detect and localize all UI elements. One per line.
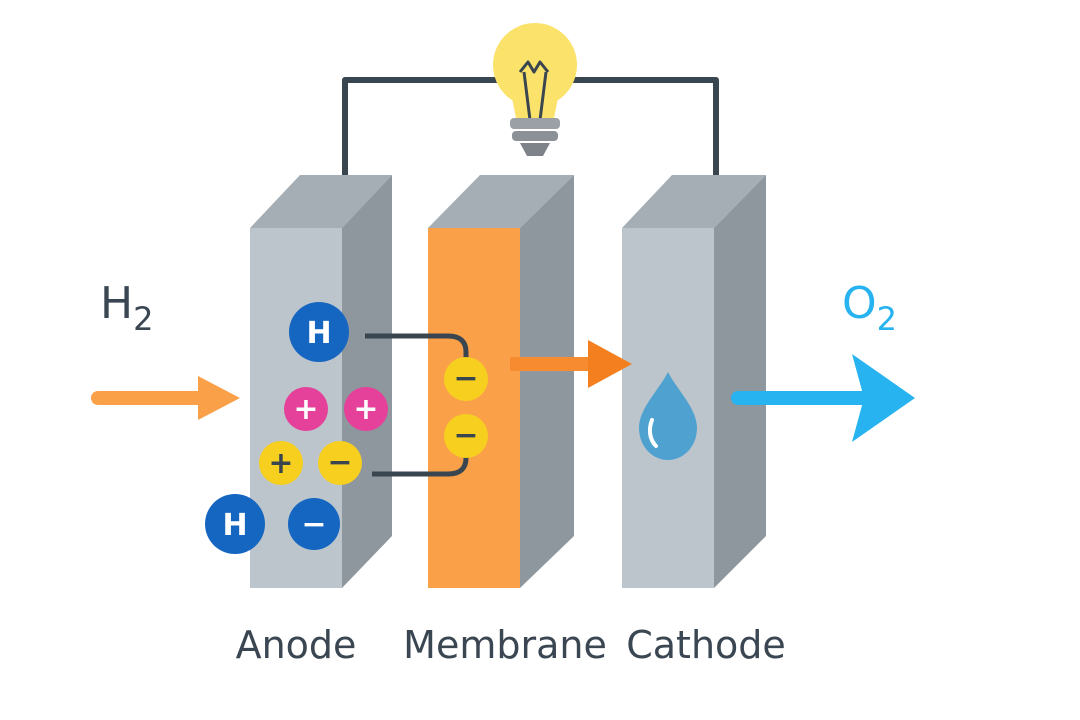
proton-sign: + (353, 392, 378, 427)
h2-input-arrow (91, 376, 240, 420)
hydrogen-atom-label: H (222, 508, 247, 543)
electron-sign: − (453, 361, 478, 396)
hydrogen-atom-1: H (289, 302, 349, 362)
electron-anode-blue: − (288, 498, 340, 550)
cathode-plate (622, 175, 766, 588)
proton-sign: + (293, 392, 318, 427)
anode-label: Anode (236, 623, 357, 667)
electron-sign: − (327, 445, 352, 480)
water-drop-icon (639, 372, 697, 460)
proton-yellow: + (259, 441, 303, 485)
membrane-label: Membrane (403, 623, 607, 667)
electron-membrane-1: − (444, 357, 488, 401)
lightbulb-icon (493, 23, 577, 156)
o2-label: O2 (842, 278, 897, 338)
electron-anode: − (318, 441, 362, 485)
cathode-label: Cathode (626, 623, 786, 667)
electron-path-lower (372, 452, 469, 477)
o2-output-arrow (731, 354, 915, 442)
electron-membrane-2: − (444, 414, 488, 458)
proton-sign: + (268, 446, 293, 481)
proton-1: + (284, 387, 328, 431)
circuit-wire-right (570, 77, 719, 188)
circuit-wire (342, 77, 500, 188)
electron-sign: − (301, 507, 326, 542)
proton-2: + (344, 387, 388, 431)
hydrogen-atom-2: H (205, 494, 265, 554)
electron-sign: − (453, 418, 478, 453)
proton-transfer-arrow (510, 340, 632, 388)
electron-path-upper (365, 333, 469, 362)
hydrogen-atom-label: H (306, 316, 331, 351)
h2-label: H2 (100, 278, 153, 338)
membrane-plate (428, 175, 574, 588)
